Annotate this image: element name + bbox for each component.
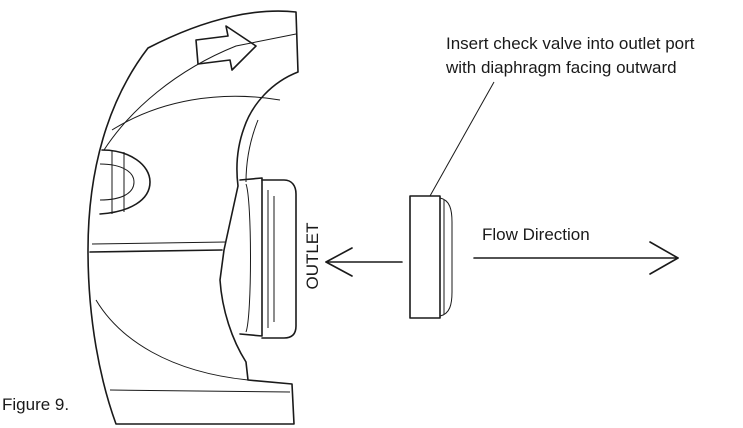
housing-seam [89, 249, 223, 253]
outlet-port-flange [239, 177, 263, 337]
housing-side-port-rib [111, 150, 125, 214]
insert-direction-arrow [325, 247, 403, 277]
housing-seam-inner [91, 241, 227, 245]
housing-shoulder [245, 119, 259, 183]
housing-side-port-inner [99, 163, 135, 201]
check-valve [409, 195, 453, 319]
outlet-label: OUTLET [303, 222, 322, 289]
annotation-leader-line [429, 81, 495, 197]
annotation-line-1: Insert check valve into outlet port [446, 34, 695, 53]
housing-inner-contour-mid [111, 95, 281, 131]
housing-lower-contour [95, 299, 249, 381]
housing-side-port [99, 149, 151, 215]
housing-outer-shell [87, 10, 299, 425]
housing-flow-arrow-icon [195, 25, 257, 71]
pump-housing [87, 10, 299, 425]
outlet-port-ring-outer [261, 179, 297, 339]
flow-direction-label: Flow Direction [482, 225, 590, 244]
annotation-line-2: with diaphragm facing outward [445, 58, 677, 77]
figure-caption: Figure 9. [2, 395, 69, 414]
housing-bottom-ledge [109, 389, 291, 393]
housing-inner-contour-top [103, 33, 297, 151]
check-valve-diaphragm [439, 197, 453, 317]
outlet-port [239, 177, 297, 339]
check-valve-body [409, 195, 441, 319]
outlet-port-neck [245, 183, 251, 333]
flow-direction-arrow [473, 241, 679, 275]
outlet-port-ring-inner [267, 190, 275, 328]
